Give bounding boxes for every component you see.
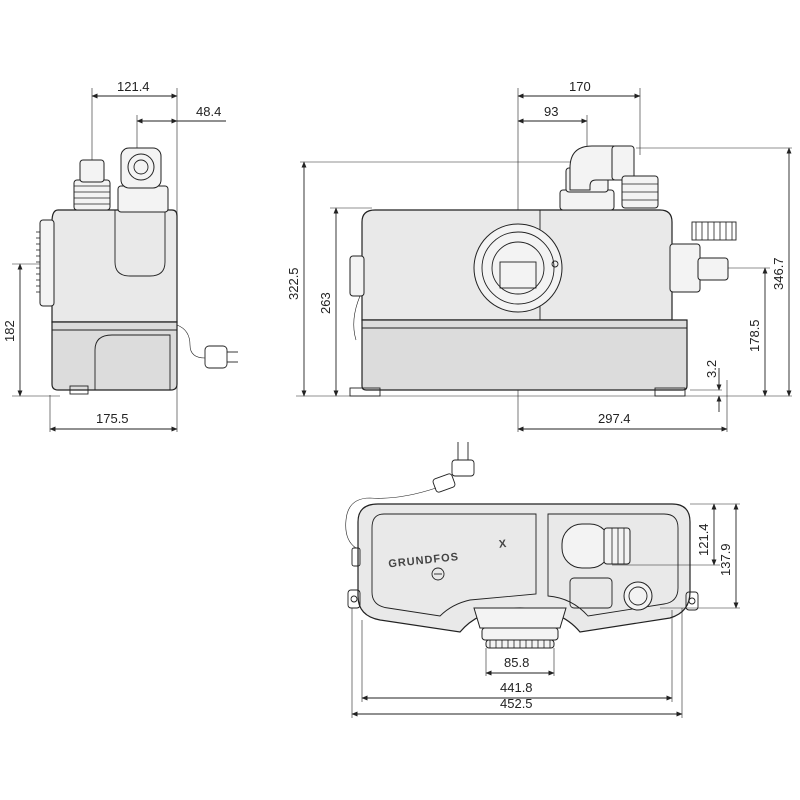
- top-view: GRUNDFOS X: [345, 442, 740, 718]
- dim-137-9: 137.9: [718, 543, 733, 576]
- dim-178-5: 178.5: [747, 319, 762, 352]
- power-plug-side: [204, 345, 238, 369]
- side-base: [51, 321, 178, 391]
- top-inlet-ring: [473, 607, 567, 649]
- front-inlet-port: [473, 223, 563, 313]
- dim-121-4-top: 121.4: [696, 523, 711, 556]
- dim-3-2: 3.2: [704, 360, 719, 378]
- dim-170: 170: [569, 79, 591, 94]
- power-plug-top: [432, 442, 475, 493]
- dim-85-8: 85.8: [504, 655, 529, 670]
- dim-452-5: 452.5: [500, 696, 533, 711]
- dim-322-5: 322.5: [286, 267, 301, 300]
- dim-297-4: 297.4: [598, 411, 631, 426]
- brand-mark: X: [498, 538, 508, 551]
- power-cable: [345, 487, 437, 549]
- front-view: 170 93 322.5 263 346.7 178.5 3.2 297.4: [286, 79, 792, 432]
- top-pipe-fitting: [561, 523, 653, 611]
- dim-263: 263: [318, 292, 333, 314]
- front-pipe-fittings: [559, 145, 659, 211]
- dim-48-4: 48.4: [196, 104, 221, 119]
- front-outlet: [669, 221, 737, 293]
- dim-441-8: 441.8: [500, 680, 533, 695]
- dim-93: 93: [544, 104, 558, 119]
- dim-346-7: 346.7: [771, 257, 786, 290]
- dim-121-4-side: 121.4: [117, 79, 150, 94]
- dim-182: 182: [2, 320, 17, 342]
- front-base: [361, 319, 688, 391]
- side-inlet-ribs: [36, 231, 40, 293]
- side-upper-housing: [51, 209, 178, 323]
- side-view: 121.4 48.4 182 175.5: [2, 79, 238, 432]
- dim-175-5: 175.5: [96, 411, 129, 426]
- side-pipe-fittings: [73, 147, 169, 213]
